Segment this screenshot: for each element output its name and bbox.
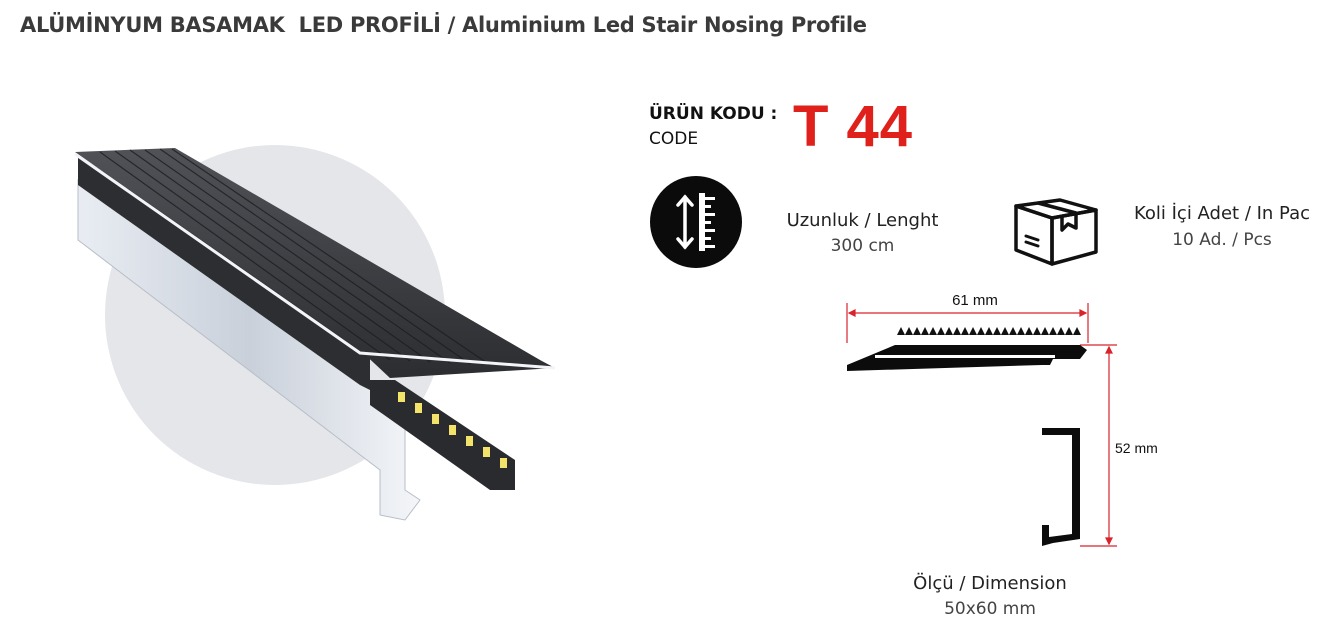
product-code-sublabel: CODE [649,129,699,149]
dimension-diagram: 61 mm 52 mm [846,292,1158,547]
product-code-value: T 44 [793,94,914,159]
dimension-value: 50x60 mm [944,599,1036,619]
box-icon [1014,198,1098,266]
product-code-label: ÜRÜN KODU : [649,104,778,124]
dimension-label: Ölçü / Dimension [913,573,1067,594]
led-chips [398,392,507,468]
ruler-height-icon [650,176,742,268]
rubber-tread [75,148,555,378]
height-dimension-label: 52 mm [1115,440,1158,456]
width-dimension-label: 61 mm [952,292,998,309]
led-strip [370,380,515,490]
length-value: 300 cm [830,236,895,256]
package-label: Koli İçi Adet / In Pac [1133,203,1311,224]
profile-cross-section [847,345,1087,546]
package-value: 10 Ad. / Pcs [1172,230,1272,250]
length-label: Uzunluk / Lenght [786,210,939,231]
rubber-serration [897,327,1081,335]
product-photo [74,145,556,521]
profile-face [78,155,370,390]
page-title: ALÜMİNYUM BASAMAK LED PROFİLİ / Aluminiu… [20,13,867,37]
